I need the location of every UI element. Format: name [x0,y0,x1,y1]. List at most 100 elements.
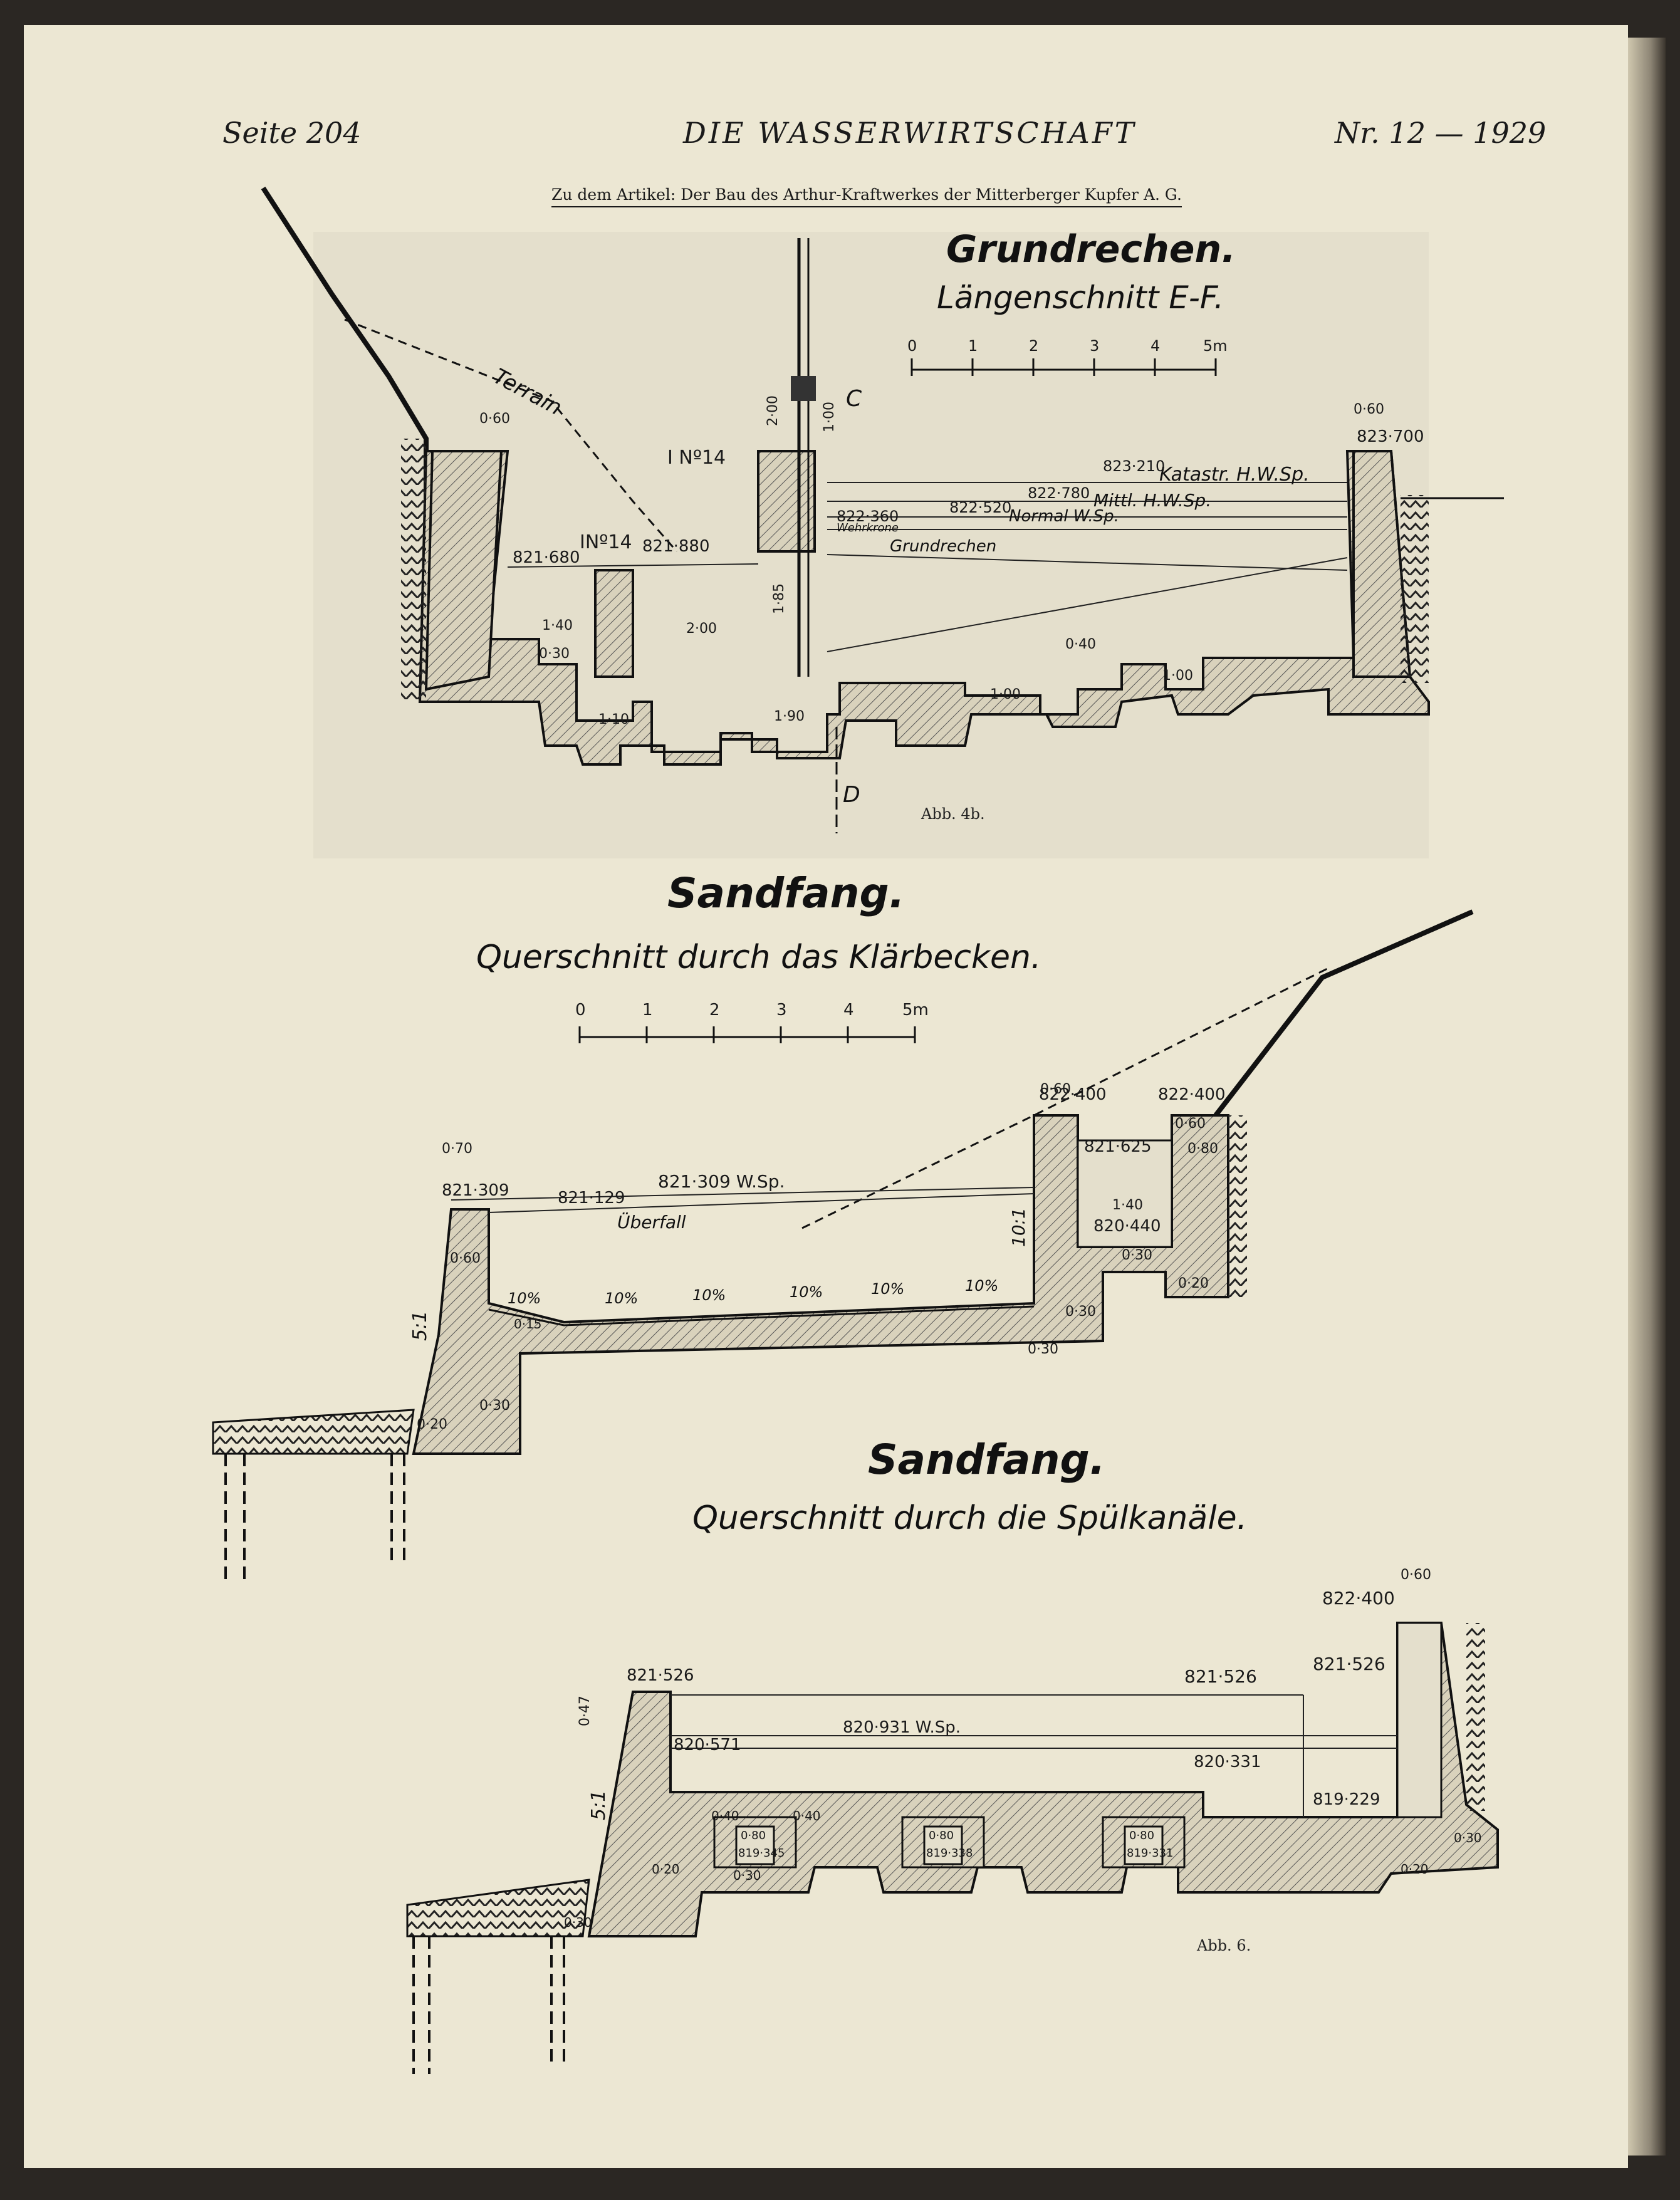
fig2-dim-6: 0·30 [1122,1248,1152,1263]
fig1-i14-lower: INº14 [580,531,632,553]
fig2-scale-0: 0 [575,1001,586,1019]
fig3-caption: Abb. 6. [1196,1937,1251,1954]
fig2-dim-7: 0·20 [1178,1276,1209,1291]
fig1-text-normal: Normal W.Sp. [1009,507,1119,526]
journal-title: DIE WASSERWIRTSCHAFT [683,116,1137,150]
fig1-section-d: D [843,782,860,808]
fig1-grundrechen: Grundrechen. Längenschnitt E-F. 0 1 2 3 … [261,186,1504,858]
fig2-dim-0: 0·70 [442,1141,472,1157]
fig3-channel-2-dim: 0·80 [929,1829,954,1842]
fig3-level-ws: 820·931 W.Sp. [843,1718,961,1737]
fig2-dim-9: 0·30 [1028,1342,1058,1357]
fig2-dim-4: 0·80 [1187,1141,1218,1157]
fig3-channel-2 [923,1825,963,1865]
page-edge-shadow [1628,38,1666,2156]
fig1-gate-head [791,376,816,401]
fig1-line-grundrechen [827,554,1348,571]
article-reference: Zu dem Artikel: Der Bau des Arthur-Kraft… [551,185,1182,207]
fig2-scale-1: 1 [642,1001,653,1019]
fig1-left-wall [424,450,503,691]
fig2-side-chamber [1077,1139,1173,1248]
fig1-dim-11: 1·00 [1162,668,1193,684]
fig1-scale-2: 2 [1029,337,1038,355]
fig2-scale-3: 3 [776,1001,787,1019]
fig3-dim-4: 0·30 [733,1868,761,1883]
fig2-level-822400a: 822·400 [1039,1085,1107,1104]
fig2-dim-3: 0·60 [1175,1116,1206,1132]
fig1-level-821680: 821·680 [513,548,580,567]
fig3-dim-1: 0·60 [1401,1567,1431,1583]
fig1-level-normal: 822·520 [949,499,1011,516]
fig2-pct-3: 10% [790,1283,823,1301]
fig3-channel-2-level: 819·338 [926,1847,973,1860]
fig3-dim-6: 0·30 [1454,1830,1482,1845]
fig1-scale-bar: 0 1 2 3 4 5m [907,337,1228,376]
fig1-section-c: C [846,386,862,412]
fig2-dim-11: 0·30 [479,1398,510,1414]
fig3-title: Sandfang. [868,1436,1105,1484]
fig2-text-ueberfall: Überfall [617,1211,686,1233]
fig2-dim-1: 0·60 [450,1251,481,1266]
fig2-terrain-rock [1213,909,1474,1117]
fig2-level-821625: 821·625 [1084,1137,1152,1156]
fig1-dim-6: 2·00 [686,621,717,637]
fig1-dim-1: 0·60 [1354,402,1384,417]
fig2-subtitle: Querschnitt durch das Klärbecken. [476,939,1041,976]
fig2-pct-4: 10% [871,1280,904,1298]
fig2-scale-4: 4 [843,1001,854,1019]
fig1-dim-8: 1·10 [598,712,629,727]
fig3-level-820571: 820·571 [674,1736,741,1754]
fig3-footing-soil [406,1879,590,1937]
fig2-pct-5: 10% [965,1277,998,1295]
fig2-level-821309: 821·309 [442,1181,509,1200]
fig1-level-wehr: 822·360 [837,508,899,525]
fig1-line-upstream [507,563,759,568]
fig2-line-ueberfall [488,1193,1035,1213]
fig1-scale-5: 5m [1203,337,1228,355]
fig1-gate-pier [757,450,816,553]
fig1-level-mittl: 822·780 [1028,484,1090,502]
fig3-channel-3 [1124,1825,1164,1865]
fig3-dim-5: 0·20 [652,1862,680,1877]
fig1-dim-3: 1·00 [822,402,837,432]
fig1-dim-5: 0·30 [539,646,570,662]
fig2-level-ws: 821·309 W.Sp. [658,1171,785,1192]
fig3-right-wall-top [1396,1622,1443,1818]
page-number: Seite 204 [222,116,362,150]
fig3-channel-1-dim: 0·80 [741,1829,766,1842]
fig2-scale-bar: 0 1 2 3 4 5m [575,1001,929,1043]
fig2-basin-floor [488,1305,1035,1327]
fig3-right-soil [1466,1623,1485,1811]
fig1-level-821880: 821·880 [642,537,710,556]
fig2-dim-5: 1·40 [1112,1197,1143,1213]
fig2-terrain-dashed [801,967,1329,1229]
fig2-line-ws [451,1187,1035,1201]
fig2-dim-2: 0·60 [1040,1082,1071,1097]
fig3-level-819229: 819·229 [1313,1790,1380,1809]
fig2-title: Sandfang. [667,869,905,917]
fig2-dim-12: 0·15 [514,1316,542,1332]
fig2-scale-2: 2 [709,1001,720,1019]
fig2-right-soil [1228,1115,1247,1297]
fig1-text-katastr: Katastr. H.W.Sp. [1159,464,1310,486]
fig3-level-821526c: 821·526 [1313,1654,1385,1674]
fig3-level-820331: 820·331 [1194,1753,1261,1771]
fig1-scale-3: 3 [1090,337,1099,355]
fig1-rack-line [827,557,1348,652]
fig3-sandfang-spuelkanaele: Sandfang. Querschnitt durch die Spülkanä… [406,1436,1499,2074]
fig1-scale-4: 4 [1150,337,1160,355]
fig1-left-soil [401,439,426,702]
fig1-weir-block [594,569,634,678]
fig1-text-wehr: Wehrkrone [837,521,899,534]
fig3-dim-3: 0·40 [793,1808,821,1823]
fig1-scale-0: 0 [907,337,917,355]
fig2-level-820440: 820·440 [1093,1217,1161,1236]
fig3-level-821526b: 821·526 [1184,1666,1257,1687]
fig1-caption: Abb. 4b. [921,805,985,823]
fig1-dim-0: 0·60 [479,411,510,427]
fig2-sandfang-klaerbecken: Sandfang. Querschnitt durch das Klärbeck… [212,869,1474,1579]
fig2-pct-2: 10% [692,1286,726,1304]
fig3-level-821526a: 821·526 [627,1666,694,1685]
fig2-dim-8: 0·30 [1065,1304,1096,1320]
